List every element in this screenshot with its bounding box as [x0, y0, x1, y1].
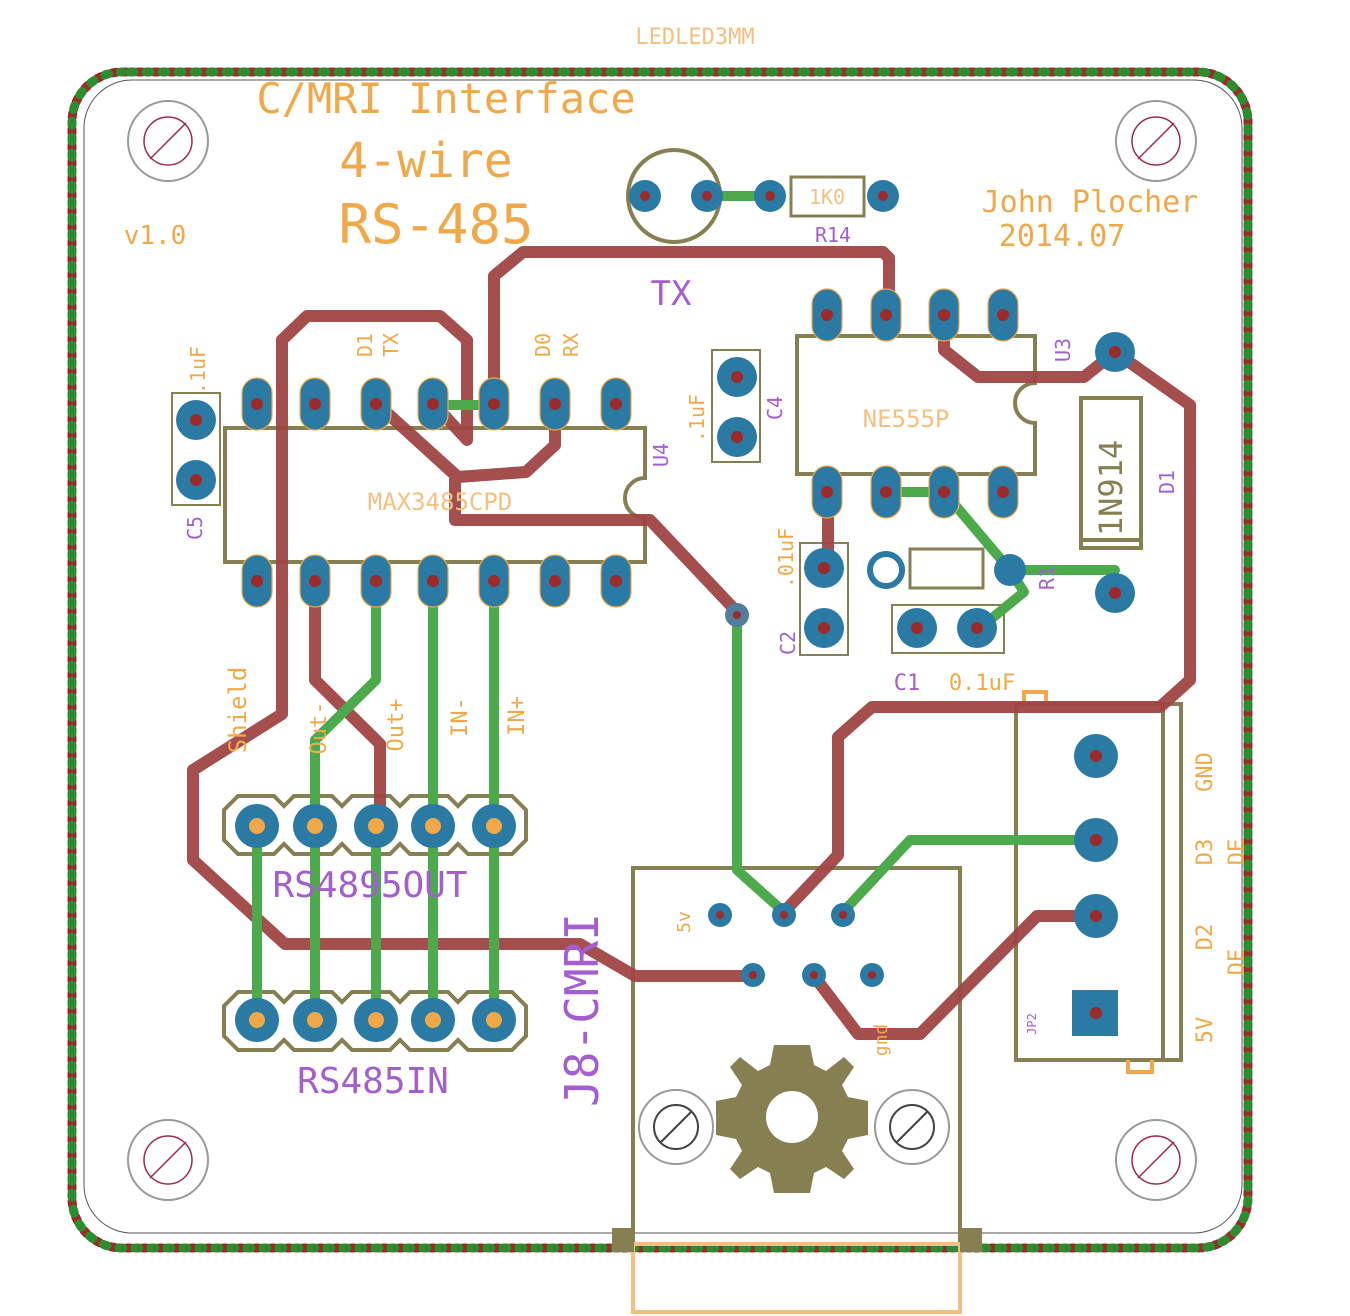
jp2-de-label-1: DE	[1225, 839, 1250, 866]
d1-outline	[1079, 396, 1143, 550]
c1-value: 0.1uF	[949, 671, 1015, 696]
trace-u3-d1	[778, 309, 1196, 918]
mounting-holes	[127, 100, 1197, 1201]
j8-ref: J8-CMRI	[555, 913, 609, 1107]
header-drill	[249, 818, 502, 1028]
jp2-gnd-label: GND	[1193, 752, 1218, 792]
u3-pads-top	[811, 288, 1019, 342]
c5-ref: C5	[183, 516, 207, 540]
trace-out-plus	[310, 575, 381, 1025]
jp2-5v-label: 5V	[1193, 1017, 1218, 1044]
c1-outline	[891, 604, 1005, 654]
keepout-outlines	[612, 690, 1154, 1314]
jp2-d3-label: D3	[1193, 839, 1218, 866]
bottom-traces	[252, 191, 1120, 1025]
u4-value: MAX3485CPD	[368, 488, 513, 516]
d1-tx-label-1: D1	[353, 333, 377, 357]
in-plus-label: IN+	[505, 696, 530, 736]
j8-gnd-label: gnd	[871, 1024, 892, 1057]
j8-mount-holes	[638, 1089, 950, 1165]
trace-tx-led	[488, 246, 895, 409]
u3-outline	[795, 334, 1037, 476]
r14-value: 1K0	[809, 185, 845, 209]
author-date: 2014.07	[999, 219, 1125, 254]
top-label: LEDLED3MM	[635, 25, 754, 50]
author-name: John Plocher	[982, 185, 1199, 220]
board-outline	[67, 67, 1253, 1253]
trace-shield	[187, 310, 763, 982]
top-traces	[187, 246, 1196, 1040]
u3-value: NE555P	[863, 405, 950, 433]
title-line-2: 4-wire	[339, 133, 512, 189]
d0-rx-label-2: RX	[559, 333, 583, 357]
u4-pads-top	[241, 377, 632, 431]
silk-text: LEDLED3MM C/MRI Interface 4-wire RS-485 …	[124, 25, 1250, 1107]
j8-5v-label: 5v	[674, 911, 695, 933]
title-line-1: C/MRI Interface	[256, 74, 635, 123]
c5-outline	[171, 392, 221, 506]
r14-ref: R14	[815, 223, 851, 247]
r1-ref: R1	[1035, 566, 1059, 590]
r1-outline	[908, 547, 985, 590]
r14-outline	[789, 175, 866, 218]
mount-hole-top-left	[127, 100, 209, 182]
rs485out-header-outline	[222, 794, 528, 856]
d1-tx-label-2: TX	[379, 333, 403, 357]
drill-holes	[190, 191, 1121, 1019]
gear-icon	[716, 1045, 868, 1193]
out-plus-label: Out+	[384, 699, 409, 752]
d1-ref: D1	[1155, 470, 1179, 494]
c4-ref: C4	[763, 396, 787, 420]
mount-hole-bottom-right	[1115, 1119, 1197, 1201]
d1-value: 1N914	[1092, 440, 1130, 536]
version-label: v1.0	[124, 221, 187, 251]
u4-ref: U4	[649, 443, 673, 467]
round-pads	[176, 180, 1135, 1036]
c4-outline	[711, 349, 761, 463]
jp2-ref: JP2	[1025, 1013, 1039, 1035]
u3-ref: U3	[1051, 338, 1075, 362]
rs485in-header-outline	[222, 990, 528, 1052]
jp2-de-label-2: DE	[1225, 949, 1250, 976]
trace-d2	[808, 910, 1102, 1040]
jp2-d2-label: D2	[1193, 924, 1218, 951]
rs485out-label: RS4895OUT	[272, 865, 467, 906]
title-line-3: RS-485	[338, 193, 533, 256]
c2-value: .01uF	[774, 528, 798, 588]
c5-value: .1uF	[186, 346, 210, 394]
out-minus-label: Out-	[307, 702, 332, 755]
pads	[176, 180, 1135, 1042]
trace-via-j8	[732, 607, 789, 917]
trace-u3-bottom	[881, 487, 1120, 575]
tx-label: TX	[651, 274, 692, 314]
c4-value: .1uF	[685, 394, 709, 442]
trace-u4-de	[370, 397, 743, 618]
c2-ref: C2	[776, 631, 800, 655]
d0-rx-label-1: D0	[531, 333, 555, 357]
mount-hole-top-right	[1115, 100, 1197, 182]
rs485in-label: RS485IN	[297, 1061, 449, 1102]
shield-label: Shield	[224, 667, 252, 754]
trace-d3	[838, 835, 1101, 917]
mount-hole-bottom-left	[127, 1119, 209, 1201]
in-minus-label: IN-	[448, 697, 473, 737]
c1-ref: C1	[894, 671, 921, 696]
